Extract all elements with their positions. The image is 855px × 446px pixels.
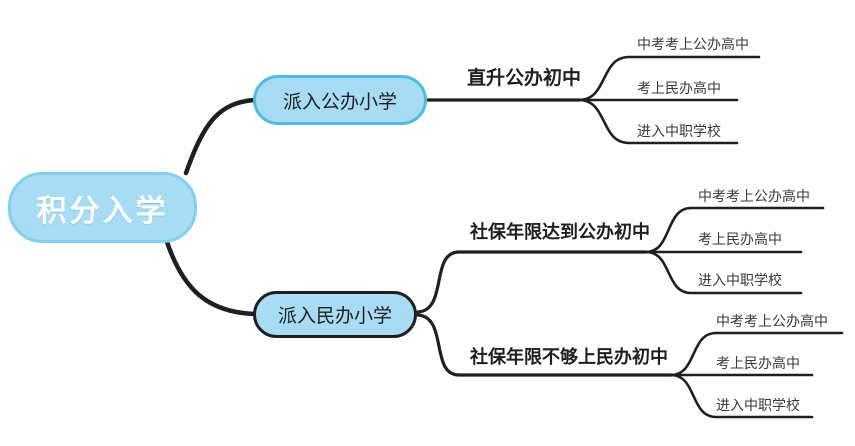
leaf-bottom-vocational-school[interactable]: 进入中职学校 (716, 397, 800, 413)
leaf-top-public-high[interactable]: 中考考上公办高中 (637, 36, 749, 52)
leaf-mid-public-high[interactable]: 中考考上公办高中 (698, 188, 810, 204)
leaf-top-private-high[interactable]: 考上民办高中 (637, 80, 721, 96)
connector-mid-leaf-1 (644, 206, 825, 254)
leaf-mid-vocational-school[interactable]: 进入中职学校 (698, 272, 782, 288)
connector-private-primary-up (416, 250, 648, 314)
node-public-primary-school[interactable]: 派入公办小学 (253, 75, 427, 125)
connector-private-primary-down (416, 313, 673, 377)
node-social-security-not-enough-private-junior[interactable]: 社保年限不够上民办初中 (470, 347, 668, 367)
leaf-top-vocational-school[interactable]: 进入中职学校 (637, 123, 721, 139)
connector-bottom-leaf-1 (669, 331, 844, 377)
connector-mid-leaf-3 (644, 250, 803, 295)
leaf-bottom-private-high[interactable]: 考上民办高中 (716, 355, 800, 371)
connector-root-to-public-primary (183, 97, 257, 176)
connector-bottom-leaf-3 (669, 373, 814, 419)
connector-top-leaf-1 (577, 55, 761, 102)
node-direct-public-junior[interactable]: 直升公办初中 (467, 68, 582, 89)
leaf-mid-private-high[interactable]: 考上民办高中 (698, 231, 782, 247)
node-social-security-enough-public-junior[interactable]: 社保年限达到公办初中 (470, 222, 650, 242)
leaf-bottom-public-high[interactable]: 中考考上公办高中 (716, 313, 828, 329)
connector-top-leaf-3 (577, 98, 739, 145)
node-private-primary-school[interactable]: 派入民办小学 (253, 291, 417, 338)
node-root[interactable]: 积分入学 (8, 172, 197, 243)
connector-root-to-private-primary (164, 239, 257, 317)
